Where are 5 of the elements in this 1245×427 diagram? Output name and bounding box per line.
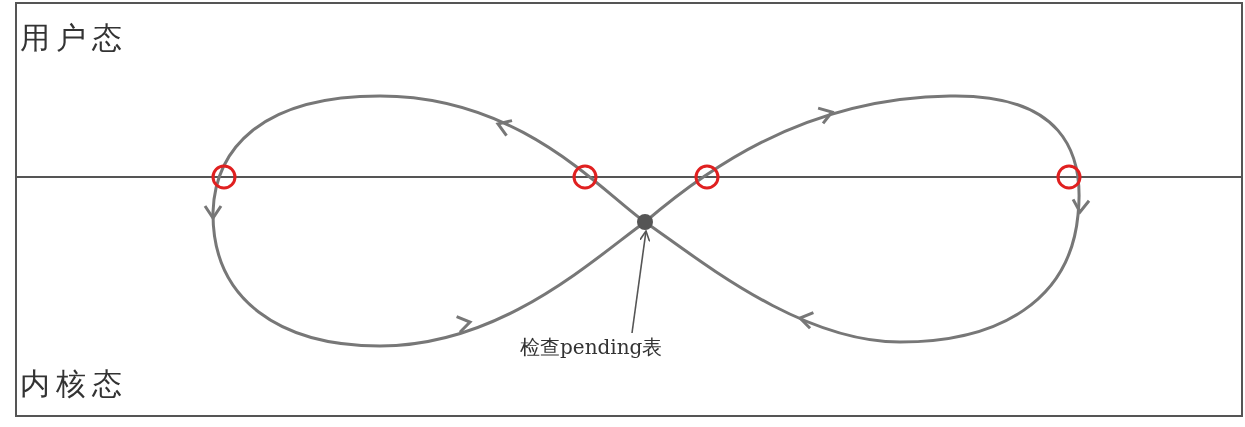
region-label: 内核态 xyxy=(20,366,128,402)
annotation-text: 检查pending表 xyxy=(520,333,700,361)
region-label: 用户态 xyxy=(20,20,128,56)
checkpoint-dot xyxy=(637,214,653,230)
leader-line xyxy=(631,230,651,334)
